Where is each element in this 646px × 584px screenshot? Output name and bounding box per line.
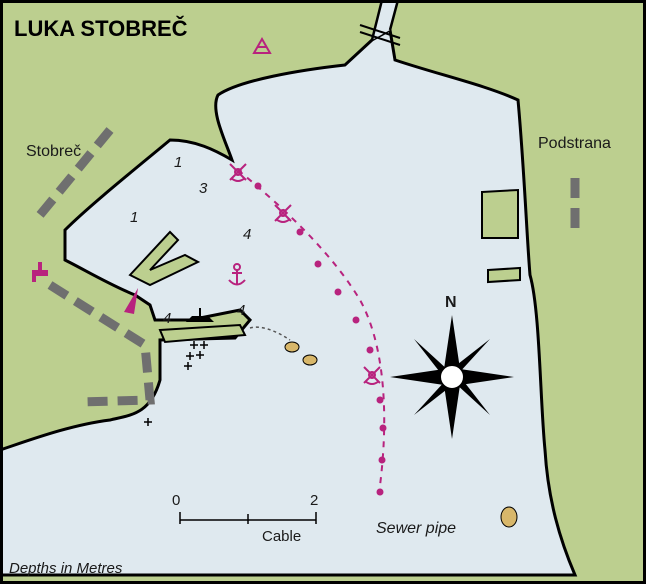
sewer-points <box>254 182 387 496</box>
rock <box>284 341 300 353</box>
depth-sounding: 1 <box>130 209 139 226</box>
compass-north-label: N <box>445 294 457 311</box>
breakwater <box>158 323 247 344</box>
light-icon <box>124 288 138 314</box>
sewer-point <box>376 396 384 404</box>
harbour-pier <box>128 230 201 287</box>
scale-start: 0 <box>172 492 181 509</box>
sewer-point <box>254 182 262 190</box>
mooring-buoy <box>363 366 381 385</box>
depth-sounding: 4 <box>237 302 246 319</box>
compass-rose <box>390 315 514 439</box>
beacon-icon <box>252 36 272 54</box>
scale-unit: Cable <box>262 528 302 545</box>
bridge <box>359 31 401 46</box>
sewer-pipe-label: Sewer pipe <box>376 520 457 537</box>
sewer-point <box>334 288 342 296</box>
sewer-point <box>366 346 374 354</box>
depth-sounding: 4 <box>243 226 252 243</box>
mooring-buoy <box>229 163 247 182</box>
right-jetty <box>487 266 521 284</box>
scale-bar <box>179 512 317 524</box>
sewer-point <box>314 260 322 268</box>
fuel-icon <box>32 262 48 282</box>
mooring-buoy <box>274 204 292 223</box>
road-stobrec-north <box>36 127 114 218</box>
depth-sounding: 4 <box>163 310 172 327</box>
place-podstrana: Podstrana <box>538 135 611 152</box>
sewer-point <box>352 316 360 324</box>
map-title: LUKA STOBREČ <box>14 16 188 41</box>
depths-note: Depths in Metres <box>9 560 123 577</box>
sewer-point <box>296 228 304 236</box>
rock <box>500 506 518 528</box>
underwater-rocks <box>144 341 208 426</box>
roads <box>36 127 580 407</box>
sewer-point <box>379 424 387 432</box>
sewer-point <box>378 456 386 464</box>
depth-sounding: 1 <box>174 154 183 171</box>
place-stobrec: Stobreč <box>26 143 82 160</box>
depth-sounding: 3 <box>199 180 208 197</box>
road-stobrec-south <box>47 281 155 407</box>
scale-end: 2 <box>310 492 319 509</box>
anchorage-icon <box>228 263 246 286</box>
rock <box>302 354 318 366</box>
reef-line <box>249 326 291 341</box>
mooring-buoys <box>229 163 381 385</box>
sewer-point <box>376 488 384 496</box>
boat-icon <box>186 308 214 322</box>
right-pier <box>481 188 519 239</box>
rocks <box>284 341 518 528</box>
bridge <box>359 24 401 39</box>
